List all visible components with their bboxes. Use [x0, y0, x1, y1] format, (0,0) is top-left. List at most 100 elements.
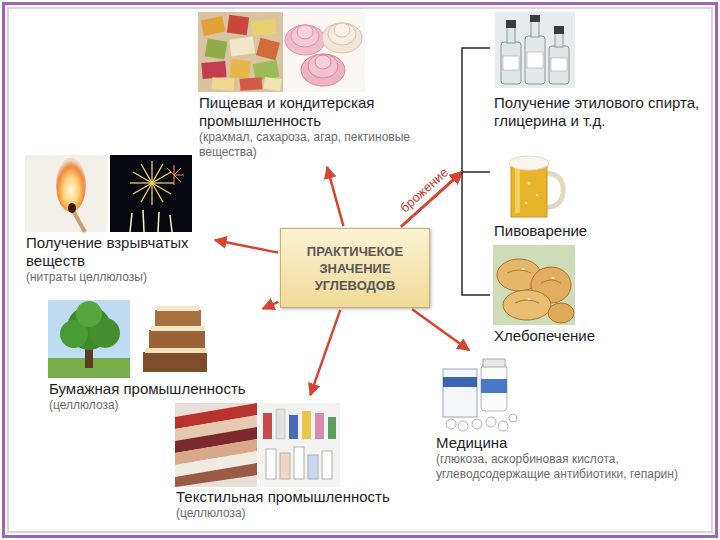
meringue-photo-part [283, 12, 365, 92]
candy-photo-part [212, 77, 235, 91]
medicine-photo-part [481, 379, 507, 393]
application-node: Текстильная промышленность(целлюлоза) [172, 398, 402, 525]
fireworks-photo-part-part [174, 175, 181, 182]
bread-photo-part [493, 245, 575, 325]
central-box: ПРАКТИЧЕКОЕ ЗНАЧЕНИЕ УГЛЕВОДОВ [280, 228, 430, 308]
bottles-photo-part [549, 46, 569, 84]
beer-photo-part [509, 156, 549, 170]
beer-photo-part [525, 202, 528, 205]
fireworks-photo [110, 155, 192, 232]
medicine-photo-part [458, 421, 468, 431]
bread-photo-part [521, 268, 524, 270]
match-photo-part [25, 155, 107, 232]
books-photo-part [149, 330, 205, 348]
match-photo-part [72, 209, 85, 232]
fireworks-photo-part-part [167, 168, 174, 175]
bottles-photo-part [507, 26, 515, 43]
match-photo-part [68, 203, 76, 213]
heading-text: Бумажная промышленность [49, 380, 256, 398]
beer-photo [493, 143, 575, 222]
fireworks-photo-part-part [174, 175, 184, 176]
meringue-photo-part [285, 25, 325, 55]
spools-photo-part [322, 451, 332, 479]
fireworks-photo-part-part [174, 175, 175, 185]
fabric-photo-part [175, 403, 257, 487]
meringue-photo-part [291, 25, 319, 47]
bread-photo-part [503, 290, 551, 320]
bracket-line [462, 171, 490, 173]
beer-photo-part [528, 182, 531, 185]
medicine-photo [437, 355, 520, 433]
application-node: Получение взрывчатых веществ(нитраты цел… [22, 152, 212, 289]
fireworks-photo-part-part [152, 182, 174, 183]
bottles-photo-part [555, 32, 563, 47]
fireworks-photo-part-part [170, 215, 172, 232]
bottles-photo-part [495, 12, 575, 88]
note-text: (целлюлоза) [176, 506, 398, 521]
application-node: Получение этилового спирта, глицерина и … [490, 10, 705, 134]
meringue-photo-part [334, 23, 350, 37]
match-photo-part [56, 158, 86, 212]
spools-photo [258, 403, 340, 487]
bread-photo [493, 245, 575, 325]
candy-photo-part [229, 36, 255, 56]
bottles-photo-part [503, 56, 519, 70]
fireworks-photo-part-part [130, 213, 132, 232]
note-text: (нитраты целлюлозы) [26, 270, 208, 285]
medicine-photo-part [481, 365, 507, 411]
arrow-line [310, 310, 340, 395]
spools-photo-part [315, 413, 324, 439]
heading-text: Медицина [436, 434, 693, 452]
note-text: (целлюлоза) [49, 398, 256, 413]
books-photo-part [135, 300, 215, 378]
books-photo [135, 300, 215, 378]
bottles-photo-part [525, 36, 545, 84]
application-node: Медицина(глюкоза, аскорбиновая кислота, … [432, 352, 697, 486]
application-node: Бумажная промышленность(целлюлоза) [45, 298, 260, 417]
connector [327, 167, 343, 226]
medicine-photo-part [509, 414, 517, 422]
medicine-photo-part [443, 377, 477, 387]
beer-photo-part [536, 194, 538, 196]
fireworks-photo-part-part [152, 183, 163, 202]
spools-photo-part [280, 453, 290, 479]
spools-photo-part [263, 413, 272, 439]
spools-photo-part [258, 403, 340, 487]
arrow-line [215, 240, 278, 253]
application-node: Пивоварение [490, 140, 705, 244]
bread-photo-part [527, 298, 530, 300]
candy-photo-part [263, 77, 282, 91]
heading-text: Хлебопечение [494, 327, 701, 345]
candy-photo-part [201, 61, 226, 79]
bottles-photo-part [551, 58, 567, 71]
connector [310, 310, 340, 395]
application-node: Хлебопечение [490, 243, 705, 349]
arrow-line [412, 309, 469, 350]
candy-photo-part [201, 16, 226, 36]
fireworks-photo-part-part [174, 168, 181, 175]
bottles-photo-part [530, 15, 540, 22]
medicine-photo-part [483, 359, 505, 367]
fireworks-photo-part [167, 165, 184, 185]
arrow-line [327, 167, 343, 226]
fabric-photo [175, 403, 257, 487]
spools-photo-part [289, 415, 298, 439]
medicine-photo-part [437, 355, 520, 433]
spools-photo-part [276, 409, 285, 439]
books-photo-part [157, 306, 199, 311]
candy-photo-part [205, 38, 228, 59]
beer-photo-part [547, 173, 563, 207]
books-photo-part [145, 348, 207, 353]
meringue-photo [283, 12, 365, 92]
fireworks-photo-part-part [151, 161, 152, 183]
bottles-photo [495, 12, 575, 88]
medicine-photo-part [443, 369, 477, 417]
meringue-photo-part [301, 54, 345, 86]
meringue-photo-part [297, 25, 313, 39]
tree-photo-part [76, 301, 102, 327]
tree-photo [48, 300, 130, 378]
bread-photo-part [548, 303, 574, 323]
note-text: (крахмал, сахароза, агар, пектиновые вещ… [199, 130, 411, 160]
candy-photo-part [227, 15, 249, 36]
spools-photo-part [266, 449, 276, 479]
